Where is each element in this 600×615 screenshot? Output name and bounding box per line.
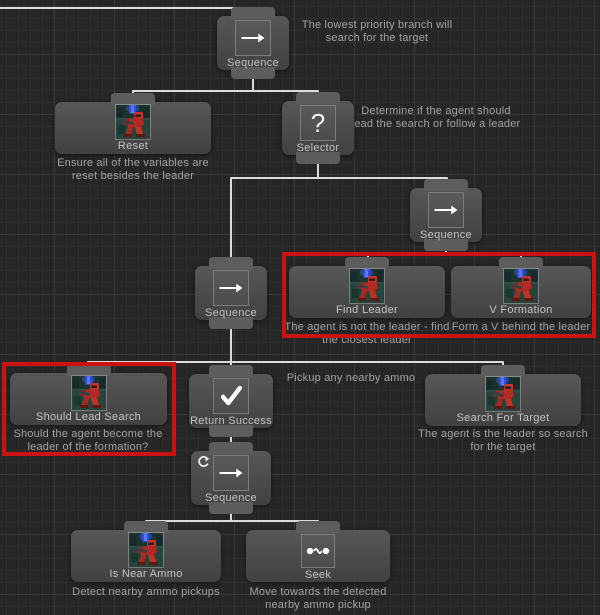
- node-seek[interactable]: Seek: [246, 521, 390, 582]
- comment-selector: Determine if the agent should lead the s…: [351, 105, 521, 130]
- node-find-leader[interactable]: Find Leader: [289, 257, 445, 318]
- incoming-connector[interactable]: [209, 365, 253, 377]
- incoming-connector[interactable]: [345, 257, 389, 269]
- conditional-abort-icon: [198, 456, 210, 467]
- outgoing-connector[interactable]: [209, 502, 253, 514]
- node-sequence-bottom[interactable]: Sequence: [191, 442, 271, 514]
- node-label: Sequence: [205, 492, 257, 504]
- comment-seek: Move towards the detected nearby ammo pi…: [249, 586, 387, 611]
- node-label: Should Lead Search: [35, 411, 142, 423]
- node-label: Return Success: [190, 415, 272, 427]
- selector-question-icon: ?: [300, 105, 336, 141]
- node-label: Sequence: [420, 229, 472, 241]
- node-should-lead-search[interactable]: Should Lead Search: [10, 364, 167, 425]
- node-label: Search For Target: [456, 412, 550, 424]
- agent-sprite-icon: [70, 375, 107, 411]
- node-label: Reset: [117, 140, 149, 152]
- incoming-connector[interactable]: [231, 7, 275, 19]
- node-search-for-target[interactable]: Search For Target: [425, 365, 581, 426]
- outgoing-connector[interactable]: [296, 152, 340, 164]
- node-label: Is Near Ammo: [109, 568, 183, 580]
- comment-should-lead-search: Should the agent become the leader of th…: [13, 428, 163, 453]
- comment-find-leader: The agent is not the leader - find the c…: [284, 321, 450, 346]
- comment-is-near-ammo: Detect nearby ammo pickups: [72, 586, 220, 598]
- sequence-arrow-icon: [213, 270, 249, 306]
- comment-search-for-target: The agent is the leader so search for th…: [418, 428, 588, 453]
- agent-sprite-icon: [128, 532, 164, 568]
- node-label: Selector: [296, 142, 340, 154]
- comment-v-formation: Form a V behind the leader: [451, 321, 591, 333]
- node-label: Find Leader: [335, 304, 398, 316]
- incoming-connector[interactable]: [209, 257, 253, 269]
- checkmark-icon: [213, 378, 249, 414]
- node-sequence-top[interactable]: Sequence: [217, 7, 289, 79]
- incoming-connector[interactable]: [499, 257, 543, 269]
- incoming-connector[interactable]: [66, 364, 111, 376]
- node-v-formation[interactable]: V Formation: [451, 257, 591, 318]
- node-label: Sequence: [227, 57, 279, 69]
- incoming-connector[interactable]: [296, 521, 340, 533]
- node-return-success[interactable]: Return Success: [189, 365, 273, 437]
- sequence-arrow-icon: [235, 20, 271, 56]
- agent-sprite-icon: [349, 268, 385, 304]
- outgoing-connector[interactable]: [209, 317, 253, 329]
- incoming-connector[interactable]: [481, 365, 525, 377]
- comment-sequence-top: The lowest priority branch will search f…: [301, 19, 453, 44]
- outgoing-connector[interactable]: [231, 67, 275, 79]
- node-selector[interactable]: ? Selector: [282, 92, 354, 164]
- node-label: Sequence: [205, 307, 257, 319]
- agent-sprite-icon: [503, 268, 539, 304]
- sequence-arrow-icon: [428, 192, 464, 228]
- incoming-connector[interactable]: [124, 521, 168, 533]
- agent-sprite-icon: [485, 376, 521, 412]
- node-sequence-right[interactable]: Sequence: [410, 179, 482, 251]
- node-label: V Formation: [489, 304, 553, 316]
- outgoing-connector[interactable]: [424, 239, 468, 251]
- outgoing-connector[interactable]: [209, 425, 253, 437]
- agent-sprite-icon: [115, 104, 151, 140]
- incoming-connector[interactable]: [209, 442, 253, 454]
- incoming-connector[interactable]: [424, 179, 468, 191]
- node-label: Seek: [304, 569, 332, 581]
- node-reset[interactable]: Reset: [55, 93, 211, 154]
- comment-return-success: Pickup any nearby ammo: [286, 372, 416, 384]
- node-sequence-mid[interactable]: Sequence: [195, 257, 267, 329]
- incoming-connector[interactable]: [296, 92, 340, 104]
- incoming-connector[interactable]: [111, 93, 155, 105]
- node-is-near-ammo[interactable]: Is Near Ammo: [71, 521, 221, 582]
- sequence-arrow-icon: [213, 455, 249, 491]
- comment-reset: Ensure all of the variables are reset be…: [57, 157, 209, 182]
- seek-dots-wave-icon: [301, 534, 335, 568]
